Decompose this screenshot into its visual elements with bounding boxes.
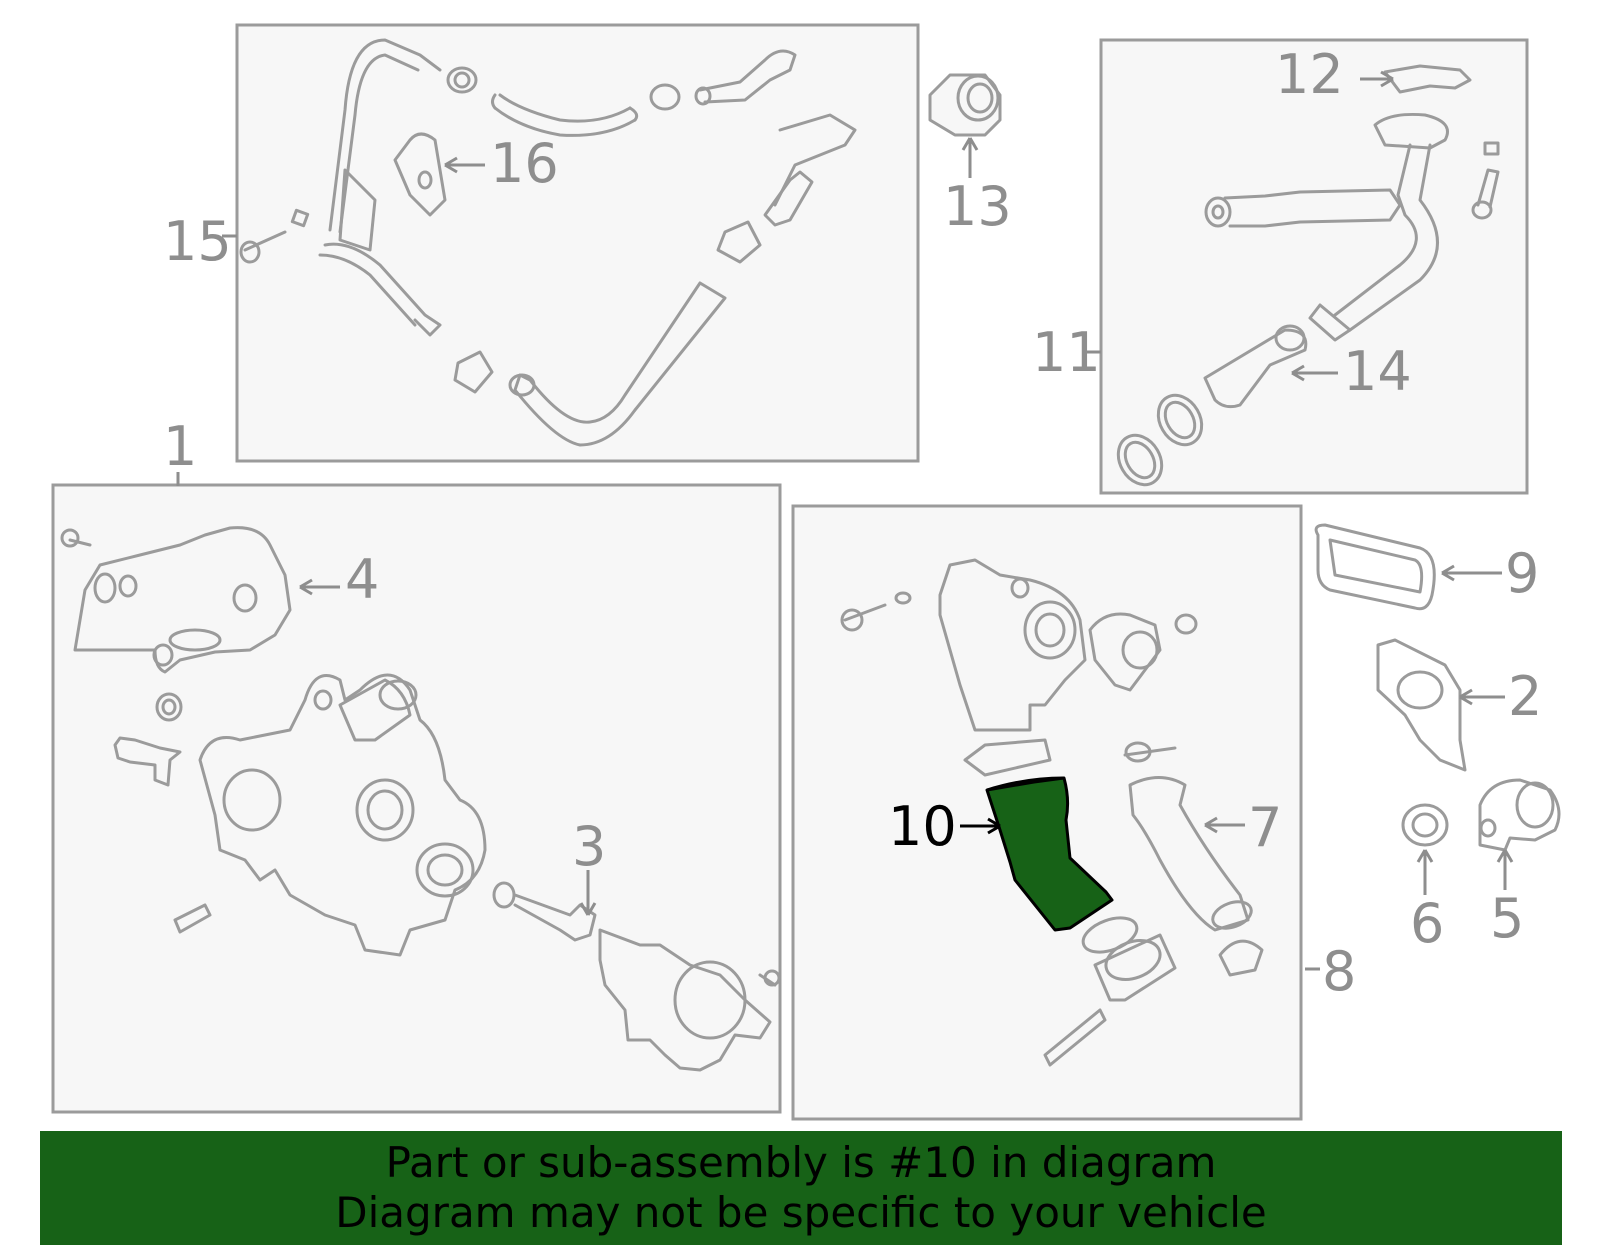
- intake-group-8: [840, 558, 1264, 1067]
- callout-6: 6: [1410, 892, 1444, 955]
- part-10-highlighted-rim: [986, 776, 1065, 792]
- part-5-fitting: [1478, 778, 1561, 852]
- callout-16: 16: [490, 132, 559, 195]
- coolant-pipe-group-15: [239, 38, 857, 447]
- part-6-gasket: [1401, 803, 1449, 847]
- turbo-group-1: [60, 526, 781, 1072]
- part-13-cap: [928, 73, 1002, 137]
- callout-13: 13: [943, 175, 1012, 238]
- part-9-gasket: [1314, 523, 1436, 611]
- egr-pipe-group-11: [1116, 64, 1500, 487]
- callout-7: 7: [1248, 796, 1282, 859]
- group-box-1: [51, 483, 782, 1114]
- group-box-15: [235, 23, 920, 463]
- callout-12: 12: [1275, 43, 1344, 106]
- callout-3: 3: [572, 815, 606, 878]
- info-banner: Part or sub-assembly is #10 in diagram D…: [40, 1131, 1562, 1245]
- callout-14: 14: [1343, 340, 1412, 403]
- callout-4: 4: [345, 548, 379, 611]
- callout-1: 1: [163, 415, 197, 478]
- callout-5: 5: [1490, 887, 1524, 950]
- group-box-11: [1099, 38, 1529, 495]
- banner-line-1: Part or sub-assembly is #10 in diagram: [385, 1138, 1217, 1187]
- callout-9: 9: [1505, 542, 1539, 605]
- leader-lines: [176, 70, 1514, 971]
- part-10-highlighted-hose[interactable]: [985, 776, 1114, 932]
- part-2-shield: [1376, 638, 1467, 772]
- callout-10: 10: [888, 795, 957, 858]
- callout-15: 15: [163, 210, 232, 273]
- banner-line-2: Diagram may not be specific to your vehi…: [335, 1188, 1267, 1237]
- callout-11: 11: [1032, 321, 1101, 384]
- callout-2: 2: [1508, 665, 1542, 728]
- callout-8: 8: [1322, 940, 1356, 1003]
